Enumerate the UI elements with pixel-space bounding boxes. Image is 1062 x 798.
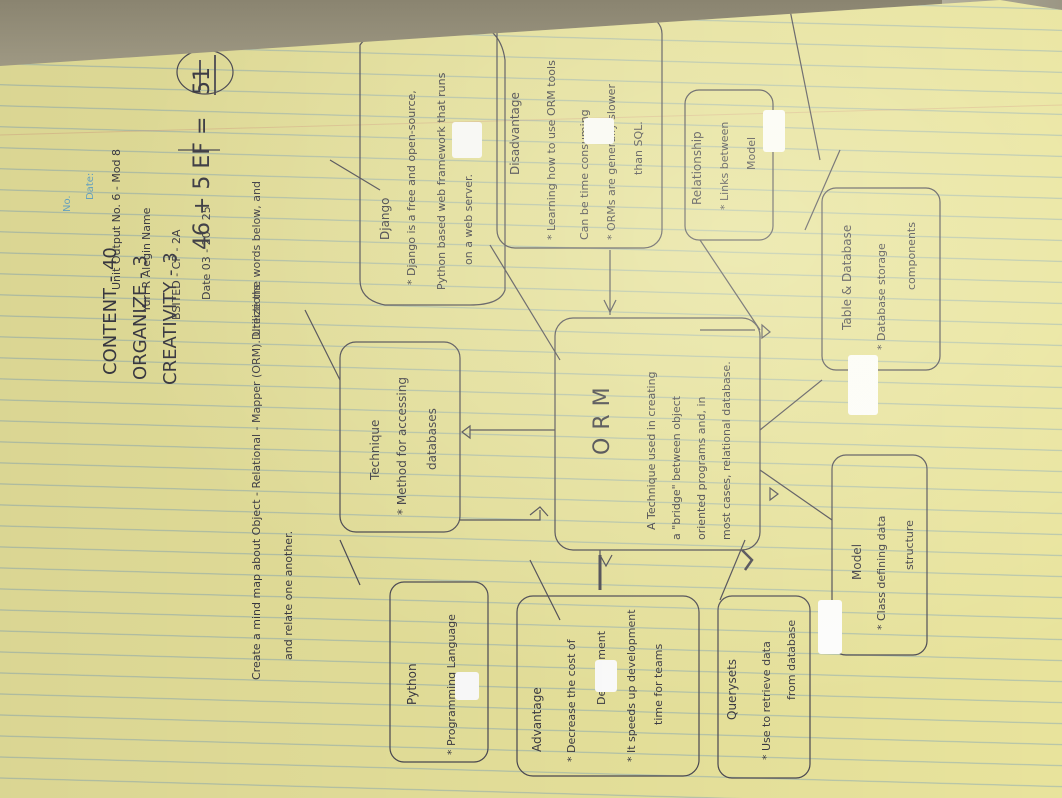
- orm-def-4: most cases, relational database.: [720, 361, 733, 540]
- orm-def-2: a "bridge" between object: [670, 395, 683, 540]
- redaction-patch: [584, 118, 614, 144]
- queryset-line1: * Use to retrieve data: [760, 641, 773, 760]
- table-box: [821, 187, 941, 371]
- python-title: Python: [405, 663, 419, 705]
- orm-box: [554, 317, 761, 551]
- queryset-line2: from database: [785, 619, 798, 700]
- relationship-line2: Model: [745, 136, 758, 170]
- technique-title: Technique: [368, 419, 382, 480]
- queryset-title: Querysets: [725, 658, 739, 720]
- model-title: Model: [850, 543, 864, 580]
- model-box: [831, 454, 928, 656]
- score-content: CONTENT - 40: [100, 247, 121, 375]
- no-label: No.: [62, 195, 73, 212]
- directions-line1: Create a mind map about Object - Relatio…: [250, 181, 263, 680]
- name-label: Name: [140, 207, 153, 240]
- score-organize: ORGANIZE - 3: [130, 255, 151, 380]
- redaction-patch: [595, 660, 617, 692]
- table-title: Table & Database: [840, 224, 854, 330]
- queryset-box: [717, 595, 811, 779]
- django-title: Django: [378, 197, 392, 241]
- relationship-title: Relationship: [690, 131, 704, 205]
- disadvantage-title: Disadvantage: [508, 92, 522, 175]
- date-label: Date:: [85, 172, 96, 200]
- relationship-box: [684, 89, 774, 241]
- django-line1: * Django is a free and open-source,: [405, 90, 418, 285]
- relationship-line1: * Links between: [718, 121, 731, 210]
- advantage-box: [516, 595, 700, 777]
- django-line3: on a web server.: [462, 174, 475, 265]
- advantage-line1: * Decrease the cost of: [565, 639, 578, 762]
- orm-title: ORM: [590, 379, 615, 455]
- technique-line2: databases: [425, 408, 439, 470]
- redaction-patch: [763, 110, 785, 152]
- advantage-title: Advantage: [530, 687, 544, 752]
- table-line1: * Database storage: [875, 243, 888, 350]
- orm-def-3: oriented programs and, in: [695, 396, 708, 540]
- redaction-patch: [452, 122, 482, 158]
- python-box: [389, 581, 489, 763]
- redaction-patch: [455, 672, 479, 700]
- technique-line1: * Method for accessing: [395, 377, 409, 515]
- score-creativity: CREATIVITY - 3: [160, 252, 181, 385]
- model-line1: * Class defining data: [875, 515, 888, 630]
- score-final: 51: [190, 67, 215, 95]
- table-line2: components: [905, 222, 918, 290]
- model-line2: structure: [903, 520, 916, 570]
- redaction-patch: [848, 355, 878, 415]
- score-total: 46 + 5 EF =: [190, 116, 215, 250]
- advantage-line4: time for teams: [652, 643, 665, 725]
- orm-def-1: A Technique used in creating: [645, 371, 658, 530]
- redaction-patch: [818, 600, 842, 654]
- django-box: [359, 21, 506, 306]
- advantage-line3: * It speeds up development: [625, 609, 638, 762]
- django-line2: Python based web framework that runs: [435, 72, 448, 290]
- directions-line2: and relate one another.: [282, 530, 295, 660]
- disadvantage-line4: than SQL.: [632, 121, 645, 175]
- disadvantage-line3: * ORMs are generally slower: [605, 84, 618, 240]
- disadvantage-line1: * Learning how to use ORM tools: [545, 60, 558, 240]
- technique-box: [339, 341, 461, 533]
